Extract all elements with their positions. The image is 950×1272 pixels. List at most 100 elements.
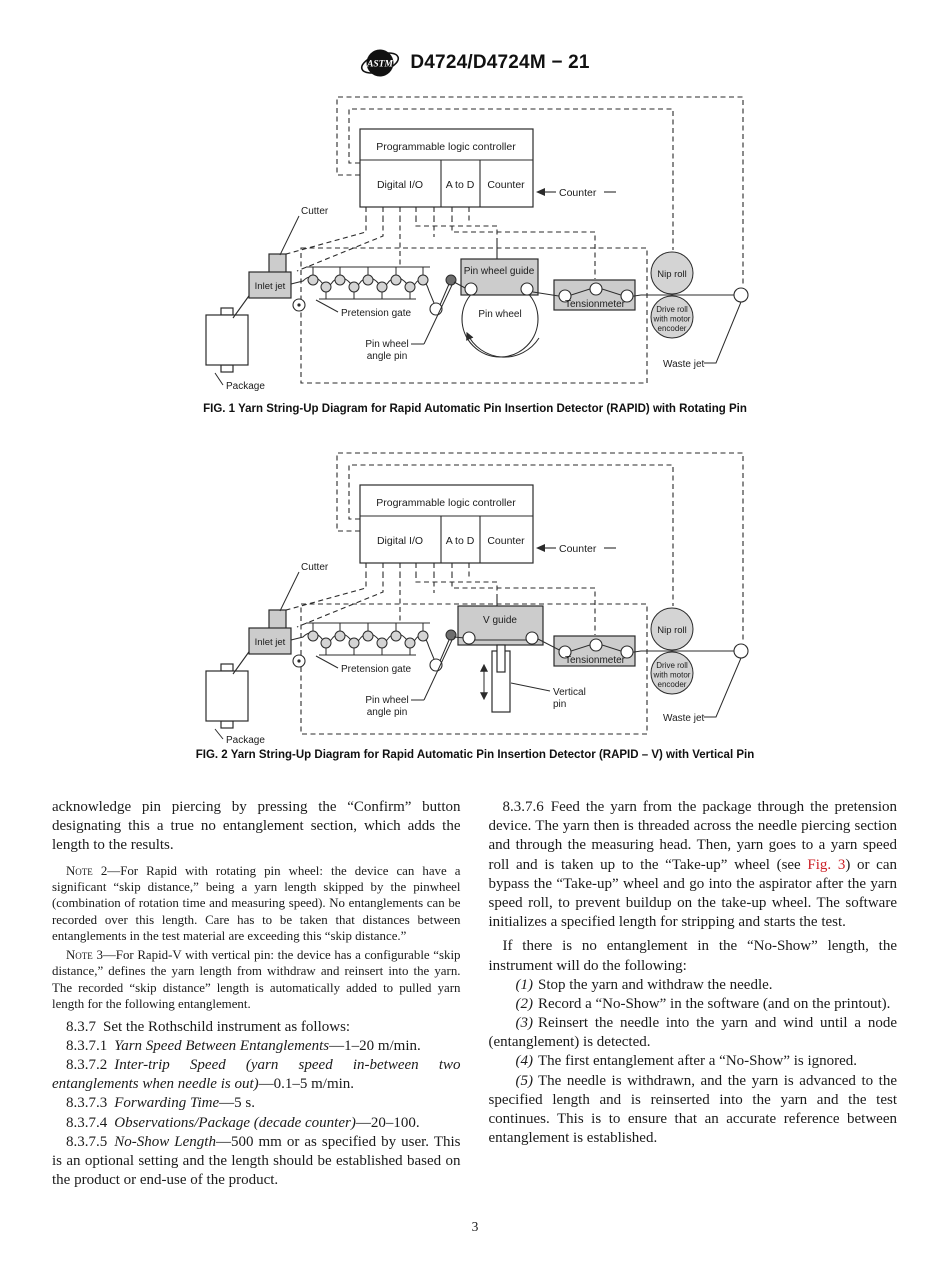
pretension-gate: Pretension gate (290, 266, 450, 319)
pretension-gate: Pretension gate (290, 622, 450, 675)
nip-roll-label: Nip roll (657, 269, 687, 280)
pin-wheel-guide-label: Pin wheel guide (464, 266, 535, 277)
list-item-2: (2)Record a “No-Show” in the software (a… (515, 995, 891, 1012)
counter-box-label: Counter (487, 535, 525, 547)
v-guide-label: V guide (483, 615, 517, 626)
figure-2-diagram: Programmable logic controller Digital I/… (205, 452, 749, 746)
pretension-gate-label: Pretension gate (341, 308, 411, 319)
setting-title: Forwarding Time (114, 1095, 220, 1112)
setting-title: Inter-trip Speed (yarn speed in-between … (52, 1057, 461, 1093)
control-wiring (278, 96, 744, 384)
digital-io-label: Digital I/O (377, 179, 423, 191)
counter-callout-label: Counter (559, 543, 597, 555)
cutter-label: Cutter (301, 562, 329, 573)
plc-label: Programmable logic controller (376, 141, 516, 153)
tensionmeter: Tensionmeter (532, 279, 734, 311)
plc-box: Programmable logic controller Digital I/… (359, 484, 534, 564)
tensionmeter-label: Tensionmeter (565, 655, 626, 666)
list-item-4: (4)The first entanglement after a “No-Sh… (515, 1053, 858, 1070)
setting-value: —0.1–5 m/min. (258, 1076, 355, 1093)
astm-logo-text: ASTM (366, 60, 393, 70)
a-to-d-label: A to D (446, 179, 475, 191)
pin-wheel-label: Pin wheel (478, 309, 521, 320)
list-item-1: (1)Stop the yarn and withdraw the needle… (515, 976, 773, 993)
item-number: (2) (515, 995, 534, 1012)
inlet-jet-label: Inlet jet (255, 281, 286, 292)
figure-1-diagram: Programmable logic controller Digital I/… (205, 96, 749, 392)
nip-roll-label: Nip roll (657, 625, 687, 636)
item-number: (4) (515, 1053, 534, 1070)
astm-logo: ASTM (361, 49, 400, 77)
note-2-text: —For Rapid with rotating pin wheel: the … (52, 863, 461, 944)
figure-1: Programmable logic controller Digital I/… (0, 93, 950, 398)
package-label: Package (226, 735, 265, 746)
setting-title: Yarn Speed Between Entanglements (114, 1037, 330, 1054)
section-number: 8.3.7.3 (66, 1095, 108, 1112)
tensionmeter-label: Tensionmeter (565, 299, 626, 310)
note-3: Note 3—For Rapid-V with vertical pin: th… (52, 947, 461, 1013)
setting-value: —1–20 m/min. (329, 1037, 421, 1054)
section-number: 8.3.7.4 (66, 1114, 108, 1131)
list-item-3: (3)Reinsert the needle into the yarn and… (488, 1015, 898, 1051)
page-number: 3 (471, 1219, 479, 1234)
fig3-link[interactable]: Fig. 3 (807, 856, 846, 873)
rotation-arrow (466, 331, 540, 358)
note-2: Note 2—For Rapid with rotating pin wheel… (52, 863, 461, 945)
figure-2-caption: FIG. 2 Yarn String-Up Diagram for Rapid … (195, 749, 755, 761)
package-label: Package (226, 381, 265, 392)
control-wiring (278, 452, 744, 735)
item-number: (5) (515, 1072, 534, 1089)
package: Package (205, 648, 265, 746)
inlet-jet: Inlet jet Cutter (248, 562, 329, 655)
section-number: 8.3.7.6 (502, 799, 544, 815)
note-3-text: —For Rapid-V with vertical pin: the devi… (52, 947, 461, 1012)
item-number: (3) (515, 1015, 534, 1032)
paragraph-continuation: acknowledge pin piercing by pressing the… (52, 799, 461, 854)
figure-1-caption: FIG. 1 Yarn String-Up Diagram for Rapid … (203, 403, 747, 415)
setting-8-3-7-4: 8.3.7.4 Observations/Package (decade coun… (52, 1114, 461, 1133)
inlet-jet: Inlet jet Cutter (248, 206, 329, 299)
waste-jet: Waste jet (663, 287, 749, 370)
plc-box: Programmable logic controller Digital I/… (359, 128, 534, 208)
figure-2: Programmable logic controller Digital I/… (0, 449, 950, 750)
waste-jet-label: Waste jet (663, 359, 705, 370)
designation-title: D4724/D4724M − 21 (410, 52, 590, 73)
setting-title: No-Show Length (114, 1133, 216, 1150)
section-number: 8.3.7.5 (66, 1133, 108, 1150)
pin-wheel-assembly: Pin wheel guide Pin wheel (453, 243, 540, 358)
counter-callout: Counter (536, 543, 616, 555)
section-number: 8.3.7.1 (66, 1037, 108, 1054)
a-to-d-label: A to D (446, 535, 475, 547)
counter-callout-label: Counter (559, 187, 597, 199)
paragraph-no-show: If there is no entanglement in the “No-S… (488, 938, 898, 974)
text-columns: acknowledge pin piercing by pressing the… (52, 798, 897, 1190)
setting-title: Observations/Package (decade counter) (114, 1114, 356, 1131)
item-number: (1) (515, 976, 534, 993)
section-number: 8.3.7 (66, 1018, 96, 1035)
note-3-label: Note 3 (66, 947, 103, 962)
inlet-jet-label: Inlet jet (255, 637, 286, 648)
counter-box-label: Counter (487, 179, 525, 191)
setting-8-3-7-1: 8.3.7.1 Yarn Speed Between Entanglements—… (52, 1037, 461, 1056)
note-2-label: Note 2 (66, 863, 108, 878)
package: Package (205, 292, 265, 392)
setting-value: —500 mm or as specified by user. This is… (52, 1133, 461, 1189)
cutter-label: Cutter (301, 206, 329, 217)
page-header: ASTM D4724/D4724M − 21 (0, 44, 950, 82)
left-column: acknowledge pin piercing by pressing the… (52, 798, 461, 1190)
plc-label: Programmable logic controller (376, 497, 516, 509)
